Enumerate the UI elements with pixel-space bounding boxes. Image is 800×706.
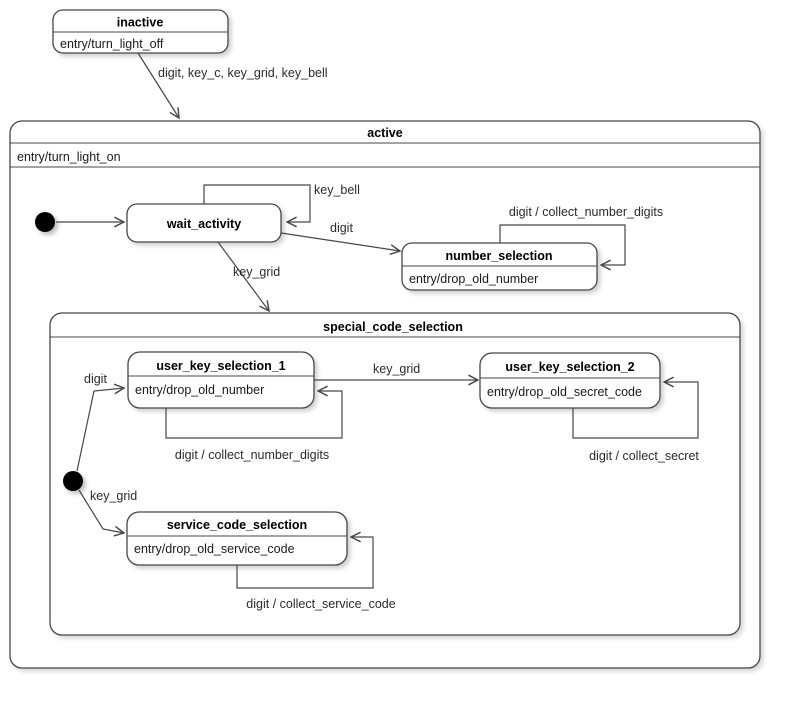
state-number-selection: number_selection entry/drop_old_number	[401, 242, 598, 291]
state-user-key-selection-2-title: user_key_selection_2	[505, 360, 634, 374]
state-number-selection-entry: entry/drop_old_number	[409, 272, 538, 286]
transition-special-init-to-uks1-line	[76, 388, 124, 472]
state-user-key-selection-1: user_key_selection_1 entry/drop_old_numb…	[127, 351, 315, 409]
state-wait-activity-title: wait_activity	[166, 217, 241, 231]
transition-service-self-label: digit / collect_service_code	[246, 597, 395, 611]
transition-wait-to-special-line	[217, 241, 269, 311]
transition-wait-to-number: digit	[280, 221, 400, 251]
transition-number-self: digit / collect_number_digits	[499, 205, 663, 265]
transition-wait-activity-self: key_bell	[203, 183, 360, 222]
transition-special-init-to-service-line	[78, 489, 124, 533]
transition-inactive-to-active-line	[137, 52, 179, 118]
transition-uks2-self-line	[572, 382, 699, 439]
transition-uks1-to-uks2-label: key_grid	[373, 362, 420, 376]
state-inactive-entry: entry/turn_light_off	[60, 37, 164, 51]
transition-service-self-line	[236, 537, 374, 589]
transition-wait-to-special: key_grid	[217, 241, 280, 311]
state-special-code-selection-title: special_code_selection	[323, 320, 463, 334]
transition-uks1-self: digit / collect_number_digits	[165, 391, 343, 462]
transition-uks1-to-uks2: key_grid	[314, 362, 478, 380]
transition-wait-to-special-label: key_grid	[233, 265, 280, 279]
transition-special-init-to-uks1-label: digit	[84, 372, 107, 386]
transition-wait-activity-self-label: key_bell	[314, 183, 360, 197]
transition-special-init-to-uks1: digit	[76, 372, 124, 472]
state-service-code-selection-title: service_code_selection	[167, 518, 307, 532]
transition-inactive-to-active: digit, key_c, key_grid, key_bell	[137, 52, 328, 118]
state-active-title: active	[367, 126, 402, 140]
state-service-code-selection: service_code_selection entry/drop_old_se…	[126, 511, 348, 566]
state-inactive: inactive entry/turn_light_off	[52, 9, 229, 54]
transition-uks1-self-label: digit / collect_number_digits	[175, 448, 329, 462]
transition-service-self: digit / collect_service_code	[236, 537, 396, 611]
state-user-key-selection-2-entry: entry/drop_old_secret_code	[487, 385, 642, 399]
state-active-entry: entry/turn_light_on	[17, 150, 121, 164]
state-inactive-title: inactive	[117, 16, 164, 30]
state-user-key-selection-1-title: user_key_selection_1	[156, 359, 285, 373]
initial-state-active-dot	[35, 212, 55, 232]
state-service-code-selection-entry: entry/drop_old_service_code	[134, 542, 295, 556]
state-number-selection-title: number_selection	[446, 249, 553, 263]
transition-number-self-line	[499, 224, 626, 265]
transition-wait-activity-self-line	[203, 184, 311, 222]
initial-state-special-dot	[63, 471, 83, 491]
transition-uks2-self-label: digit / collect_secret	[589, 449, 699, 463]
transition-uks1-self-line	[165, 391, 343, 439]
transition-number-self-label: digit / collect_number_digits	[509, 205, 663, 219]
transition-special-init-to-service: key_grid	[78, 489, 137, 533]
initial-state-special	[63, 471, 83, 491]
initial-state-active	[35, 212, 124, 232]
transition-wait-to-number-label: digit	[330, 221, 353, 235]
transition-uks2-self: digit / collect_secret	[572, 382, 699, 463]
transition-inactive-to-active-label: digit, key_c, key_grid, key_bell	[158, 66, 328, 80]
transition-special-init-to-service-label: key_grid	[90, 489, 137, 503]
state-user-key-selection-1-entry: entry/drop_old_number	[135, 383, 264, 397]
state-user-key-selection-2-box	[479, 352, 661, 409]
state-user-key-selection-2: user_key_selection_2 entry/drop_old_secr…	[479, 352, 661, 409]
transition-wait-to-number-line	[280, 232, 400, 251]
state-wait-activity: wait_activity	[126, 203, 282, 243]
